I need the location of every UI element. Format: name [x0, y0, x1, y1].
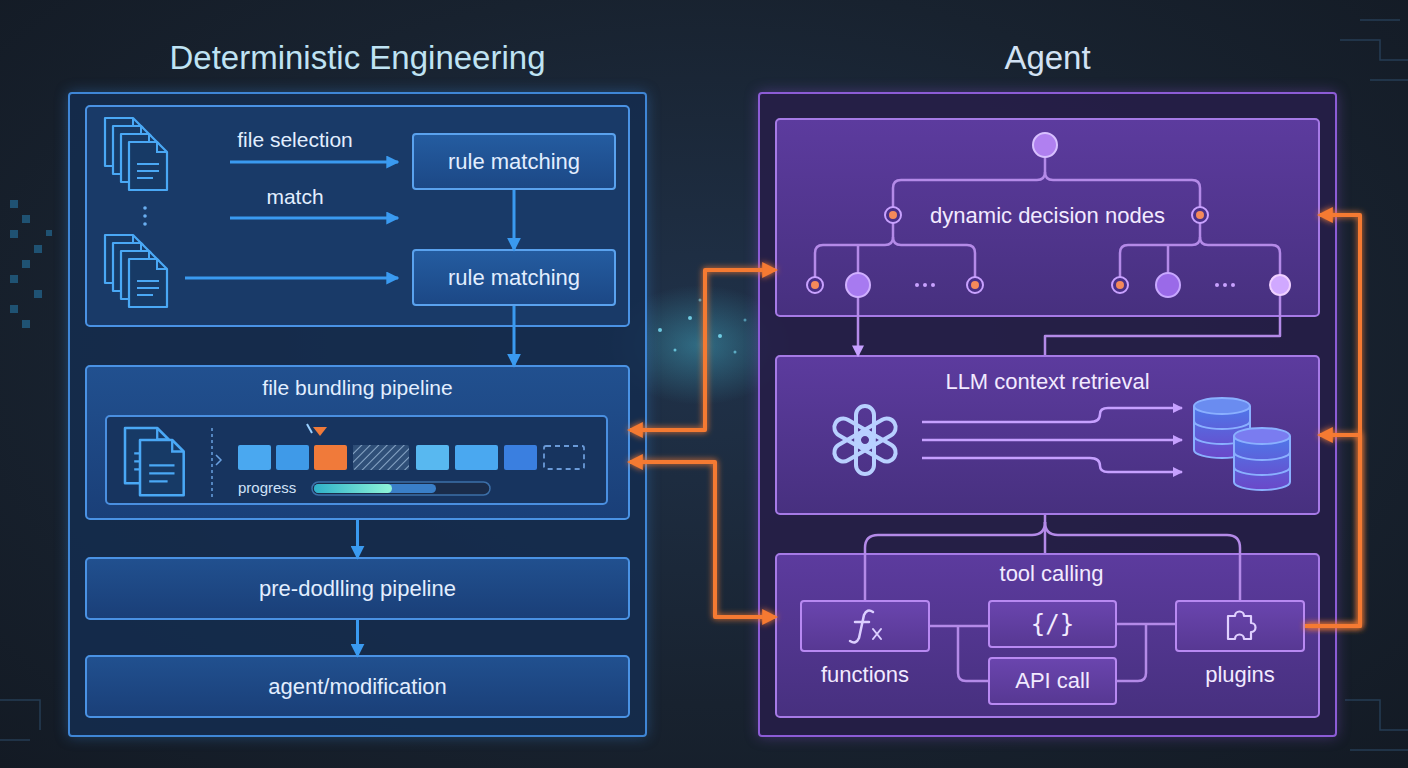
file-stack-icon [105, 118, 167, 190]
tool-box: plugins [1175, 600, 1305, 652]
connector-arrow [630, 684, 775, 688]
pipeline-box: pre-dodlling pipeline [85, 557, 630, 620]
circuit-lines [0, 20, 1408, 750]
node-label: rule matching [414, 149, 614, 175]
selection-arrow [185, 162, 398, 278]
node-label: API call [990, 668, 1115, 694]
retrieval-arrow [922, 408, 1182, 472]
node-label: {/} [990, 610, 1115, 639]
node-label: file bundling pipeline [87, 375, 628, 400]
process-box: rule matching [412, 133, 616, 190]
node-label: functions [802, 662, 928, 688]
connector-arrow [356, 620, 359, 655]
tool-box: {/} [988, 600, 1117, 648]
arrow-label: match [200, 184, 390, 209]
decision-tree [815, 157, 1280, 317]
node-label: dynamic decision nodes [777, 203, 1318, 229]
llm-logo [831, 406, 899, 474]
arrow-label: file selection [200, 127, 390, 152]
connector-arrow [513, 190, 516, 249]
connector-arrow [1305, 215, 1360, 626]
panel-heading: Deterministic Engineering [70, 38, 645, 78]
node-label: plugins [1177, 662, 1303, 688]
connector-arrow [630, 462, 775, 617]
group-box: file selection match rule matching rule mat… [85, 105, 630, 327]
pixel-squares [10, 200, 52, 328]
file-stack-icon [105, 235, 167, 307]
connector-arrow [356, 520, 359, 557]
connector-arrow [630, 270, 775, 430]
agent-box: dynamic decision nodes [775, 118, 1320, 317]
connector-arrow [1305, 435, 1360, 626]
tool-branch-lines [865, 522, 1240, 681]
database-icon [1194, 398, 1290, 490]
connector-arrow [616, 160, 775, 164]
agent-box: tool calling functions {/} API call plugins [775, 553, 1320, 718]
node-label: LLM context retrieval [777, 369, 1318, 395]
node-label: tool calling [785, 561, 1318, 587]
progress-bar [312, 482, 490, 495]
tool-box: functions [800, 600, 930, 652]
node-label: agent/modification [87, 674, 628, 700]
divider-line [211, 428, 213, 497]
connector-arrow [857, 317, 860, 355]
node-label: pre-dodlling pipeline [87, 576, 628, 602]
process-box: rule matching [412, 249, 616, 306]
plugin-icon [1228, 612, 1256, 640]
pipeline-box: file bundling pipeline progress [85, 365, 630, 520]
connector-arrow [1045, 317, 1280, 355]
pipeline-box: agent/modification [85, 655, 630, 718]
chevron [216, 455, 221, 465]
vertical-ellipsis [143, 206, 147, 226]
node-label: progress [238, 479, 328, 497]
decision-node-dot [807, 133, 1290, 297]
progress-panel: progress [105, 415, 608, 505]
tool-box: API call [988, 657, 1117, 705]
panel-container: Agentdynamic decision nodesLLM context r… [758, 92, 1337, 737]
agent-box: LLM context retrieval [775, 355, 1320, 515]
function-icon [850, 611, 881, 643]
panel-container: Deterministic Engineeringfile selectionm… [68, 92, 647, 737]
bundle-blocks [238, 424, 584, 470]
connector-arrow [513, 306, 516, 365]
connector-arrow [1044, 515, 1047, 553]
node-label: rule matching [414, 265, 614, 291]
panel-heading: Agent [760, 38, 1335, 78]
bundle-file-icon [125, 428, 184, 495]
